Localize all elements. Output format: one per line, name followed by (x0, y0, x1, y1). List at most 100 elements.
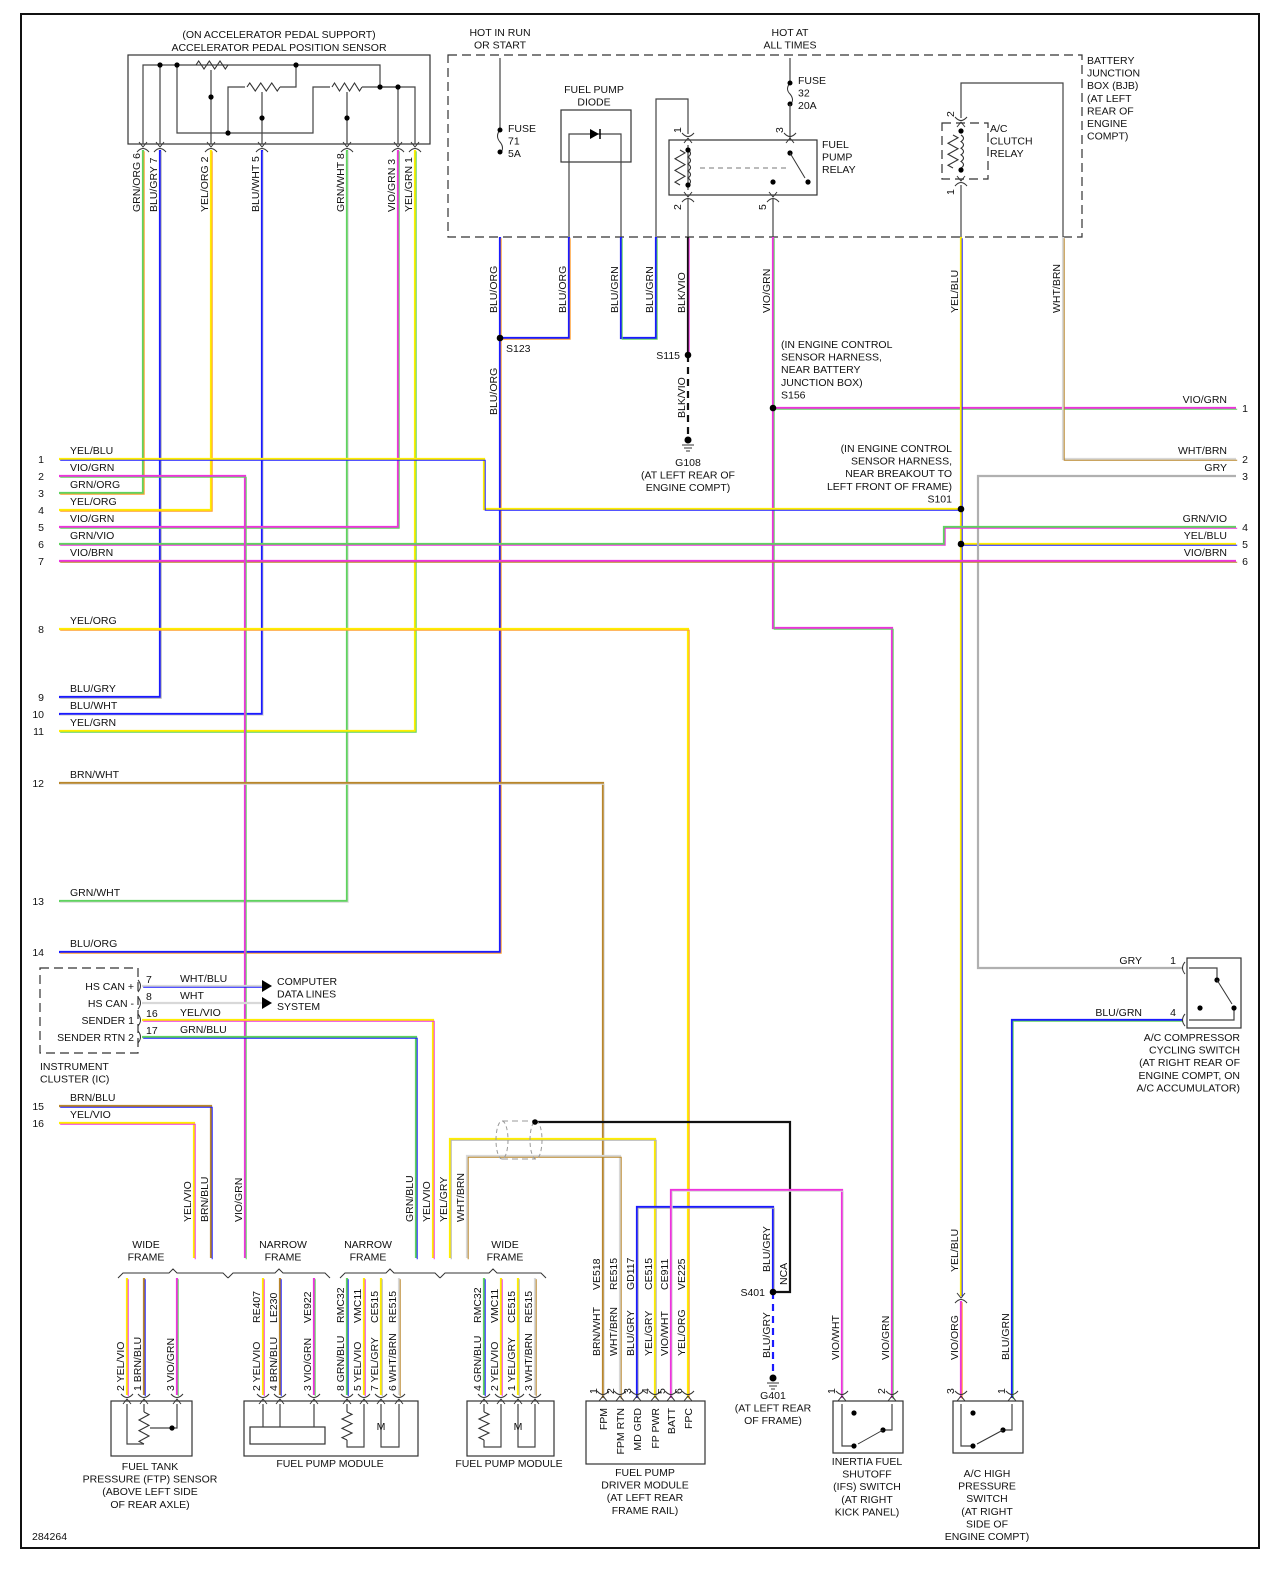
switch-contact (851, 1443, 857, 1449)
resistor-icon (477, 1411, 491, 1441)
ac-clutch-relay-label-line: RELAY (990, 148, 1024, 160)
apps-pin (391, 148, 405, 153)
potentiometer-icon (331, 81, 363, 93)
fuel-pump-diode-label-line: DIODE (577, 97, 610, 109)
right-terminal-number-line: 5 (1242, 539, 1248, 551)
hot-at-all-times-label-line: ALL TIMES (763, 40, 816, 52)
right-terminal-wire-label: VIO/GRN (1183, 394, 1227, 406)
left-terminal-wire-label-line: BLU/ORG (70, 938, 117, 950)
diagram-id-line: 284264 (32, 1531, 67, 1543)
ac-cycling-circuit (1189, 1008, 1235, 1021)
wire-base (619, 237, 658, 340)
left-terminal-number: 13 (32, 896, 44, 908)
fpm-narrow-pin-wire (379, 1278, 383, 1397)
ftp-sensor-label-line: (ABOVE LEFT SIDE (102, 1486, 198, 1498)
relay-pin-number-line: 1 (945, 189, 957, 195)
apps-circuit (280, 65, 297, 88)
fpm-wide-pin-label: 1 YEL/GRY (506, 1337, 518, 1391)
potentiometer-icon (246, 82, 281, 92)
left-terminal-number: 3 (38, 488, 44, 500)
pin-arrow-icon (359, 1398, 369, 1405)
pin-arrow-icon (410, 141, 420, 148)
right-terminal-wire-label-line: GRY (1204, 462, 1227, 474)
wire-base (59, 150, 213, 512)
achp-pin-number-line: 1 (996, 1388, 1008, 1394)
achp-pin-number-line: 3 (945, 1388, 957, 1394)
pin-arrow-icon (666, 1395, 676, 1402)
ground-g108-label-line: G108 (675, 457, 701, 469)
wire-yel-vio (59, 1121, 196, 1260)
apps-junction-dot (344, 115, 350, 121)
pin-arrow-icon (785, 137, 795, 144)
relay-dot (685, 182, 691, 188)
right-terminal-wire-label: WHT/BRN (1178, 445, 1227, 457)
wire-wht-blu-can (142, 984, 267, 988)
ac-cycling-switch-label-line: A/C ACCUMULATOR) (1137, 1082, 1240, 1094)
apps-junction-dot (259, 115, 265, 121)
pin-arrow-icon (513, 1398, 523, 1405)
pin-arrow-icon (683, 191, 693, 198)
wire-base (1010, 1018, 1182, 1398)
ftp-dot (169, 1425, 175, 1431)
fpm-narrow-pin-label: 7 YEL/GRY (369, 1337, 381, 1391)
apps-junction-dot (293, 62, 299, 68)
wire-grn-org (59, 150, 145, 495)
wire-label: WHT/BRN (1051, 264, 1063, 313)
left-terminal-number-line: 6 (38, 539, 44, 551)
ifs-pin (835, 1390, 849, 1395)
left-terminal-number-line: 16 (32, 1118, 44, 1130)
ic-pin-name: SENDER RTN 2 (57, 1032, 134, 1044)
fpm-wide-pin-wire (533, 1278, 537, 1397)
wire-tracer (60, 151, 264, 716)
shield-icon (529, 1120, 543, 1160)
wire-tracer (773, 238, 894, 1400)
fpm-narrow-pin-label: 8 GRN/BLU (335, 1336, 347, 1391)
apps-pin-label: YEL/GRN 1 (403, 157, 415, 212)
wire-vio-wht (669, 1188, 844, 1400)
fpm-narrow-pin (307, 1393, 321, 1398)
resistor-icon (137, 1411, 151, 1445)
wire-label: BLK/VIO (676, 377, 688, 418)
ground-g108-label-line: (AT LEFT REAR OF (641, 470, 735, 482)
wide-frame-label-line: FRAME (128, 1252, 165, 1264)
wire-base (59, 150, 162, 699)
fpm-narrow-pin-wire (362, 1278, 366, 1397)
ac-high-pressure-switch-box (952, 1400, 1024, 1454)
potentiometer-icon (195, 60, 229, 70)
fpdm-pin-number: 1 (588, 1388, 600, 1394)
wire-tracer (143, 1020, 435, 1260)
fpm-narrow-pin-wire (312, 1278, 316, 1397)
ftp-pin-wire (125, 1278, 129, 1397)
wire-blu-wht (59, 150, 264, 716)
fpdm-circuit-label: CE515 (643, 1258, 655, 1290)
left-terminal-wire-label-line: GRN/ORG (70, 479, 120, 491)
fpm-narrow-pin (256, 1393, 270, 1398)
splice-s115 (684, 351, 692, 359)
wire-tracer (637, 1207, 775, 1400)
fpm-narrow-pin-wire (278, 1278, 282, 1397)
computer-data-lines-label-line: SYSTEM (277, 1001, 320, 1013)
ic-wire-label: WHT (180, 990, 204, 1002)
resistor-icon (946, 134, 960, 169)
ground-icon (682, 444, 694, 452)
fpm-narrow-circuit-label: RE407 (251, 1291, 263, 1323)
splice-s115-label-line: S115 (656, 350, 680, 362)
fpdm-circuit-label: CE911 (659, 1259, 671, 1290)
wire-yel-blu (959, 237, 963, 1298)
fpm-narrow-pin-label: 5 YEL/VIO (352, 1342, 364, 1391)
pin-arrow-icon (683, 137, 693, 144)
fpm-narrow-circuit-label: CE515 (369, 1291, 381, 1323)
relay-pin-number-line: 1 (672, 127, 684, 133)
pin-arrow-icon (956, 121, 966, 128)
apps-junction-dot (377, 84, 383, 90)
relay-pin-number: 3 (774, 127, 786, 133)
relay-coil-feed (655, 98, 689, 237)
shield-drain-dot (532, 1119, 538, 1125)
pin-arrow-icon (956, 1395, 966, 1402)
ac-high-pressure-switch-label-line: SIDE OF (966, 1518, 1008, 1530)
